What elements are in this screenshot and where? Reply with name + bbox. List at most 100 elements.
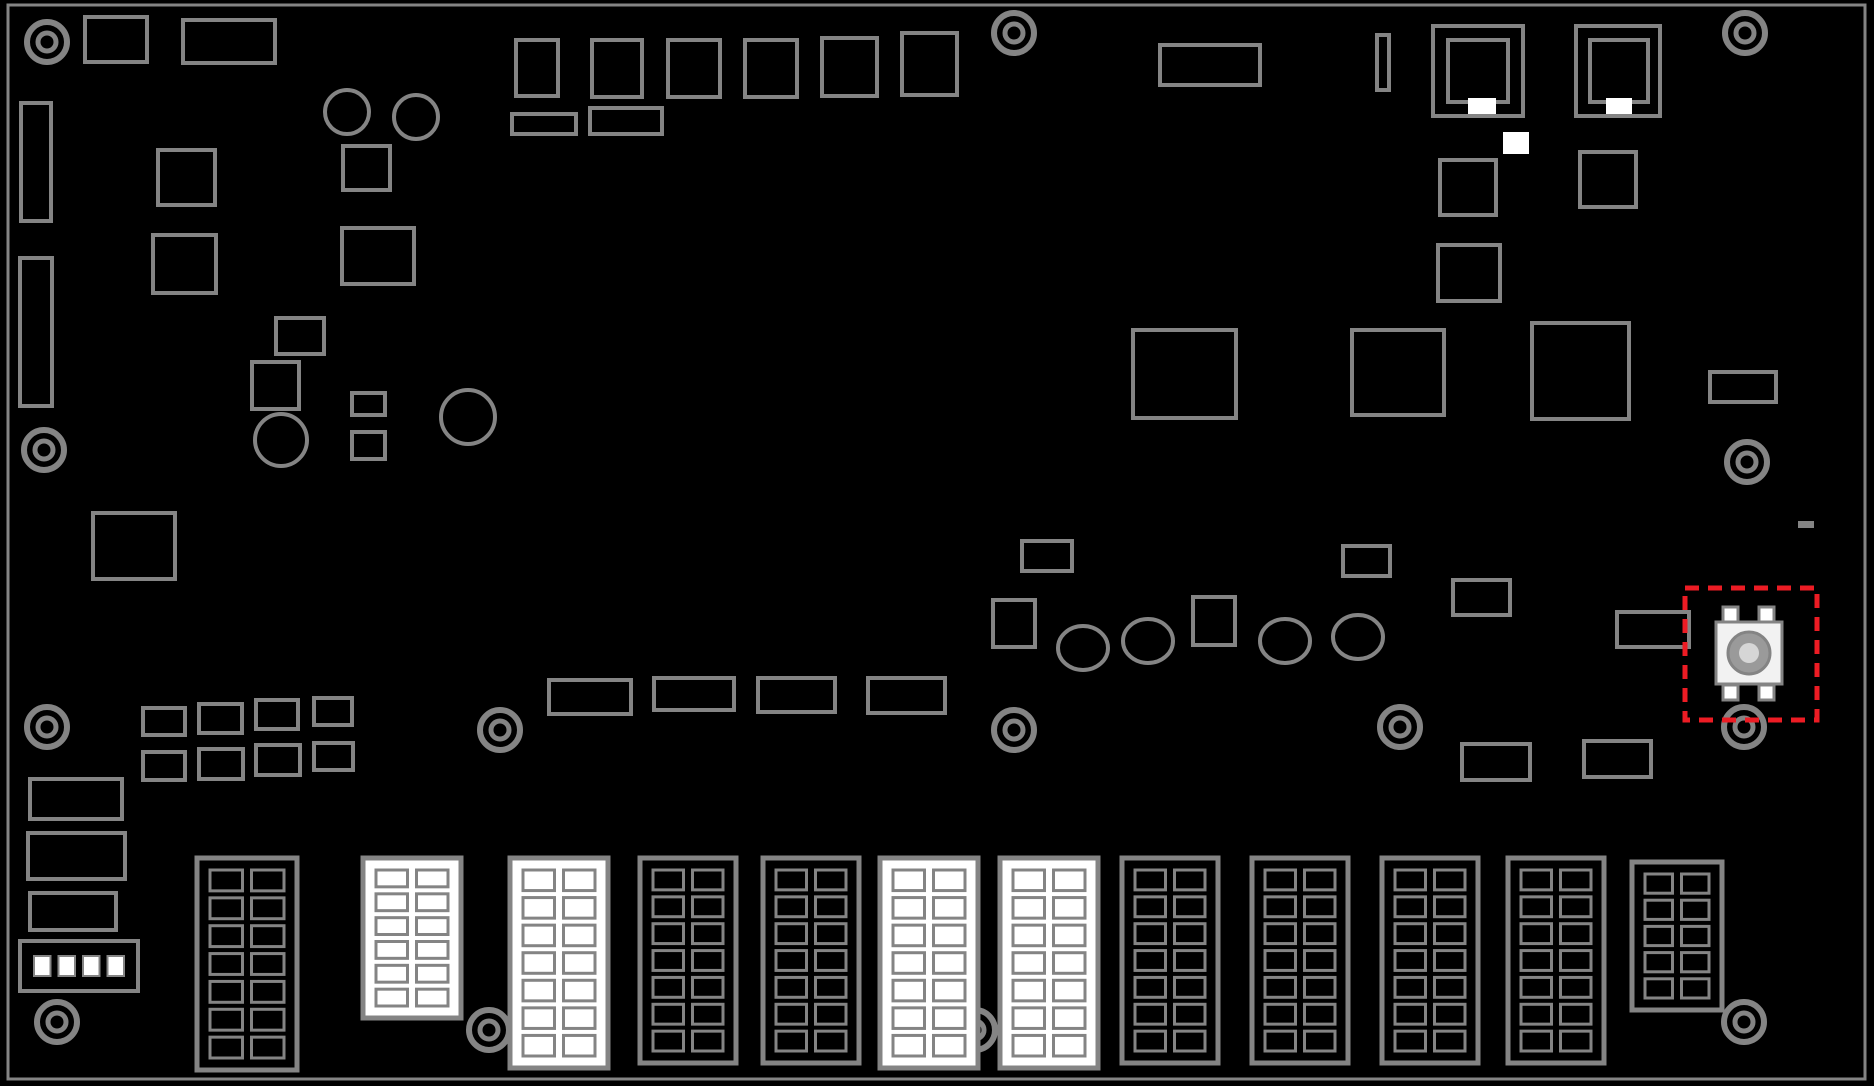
connector-pin [208,896,244,921]
connector-pin [691,1002,725,1026]
connector-pin [691,922,725,946]
connector-pin [562,978,597,1003]
mounting-hole [991,707,1037,753]
connector-pin [1393,975,1427,999]
button-pin [1757,605,1776,624]
connector-pin [1133,1002,1167,1026]
connector-pin [1173,1029,1207,1053]
connector-pin [651,1029,685,1053]
connector-pin [1393,922,1427,946]
component-rect [1341,544,1392,578]
component-ellipse [1056,624,1110,672]
connector-pin [521,868,556,893]
connector-pin [774,922,808,946]
connector-pin [814,1029,848,1053]
led-marker [1606,98,1632,114]
component-rect [141,706,187,737]
mounting-hole [1724,439,1770,485]
mounting-hole [24,19,70,65]
connector-pin [521,978,556,1003]
connector-pin [891,896,926,920]
component-rect [250,360,301,411]
component-rect [1350,328,1446,417]
component-rect [1615,610,1691,649]
mounting-hole [21,427,67,473]
component-rect [756,676,837,714]
component-rect [588,106,664,136]
push-button-cap-inner [1739,643,1759,663]
connector-pin [521,923,556,948]
component-rect [866,676,947,715]
highlight-box [1682,585,1820,723]
connector-pin [891,923,926,948]
connector-pin [932,1033,967,1058]
connector-pin [1680,898,1711,921]
connector-pin [208,1007,244,1032]
component-circle [439,388,497,446]
component-rect [28,777,124,821]
connector-pin [651,949,685,972]
button-pin [1721,605,1740,624]
component-rect [312,741,355,772]
connector-pin [1643,898,1674,921]
connector-pin [691,949,725,972]
connector-pin [250,1035,286,1060]
connector-pin [374,892,409,913]
pin-header-pin [33,955,52,977]
component-rect [1451,578,1512,617]
connector-pin [1680,977,1711,1000]
mounting-hole-inner [1002,21,1026,45]
component-rect [197,702,244,735]
connector-pin [1263,1029,1297,1053]
mounting-hole [1377,704,1423,750]
component-rect [83,15,149,64]
connector-pin [774,868,808,892]
connector-pin [891,868,926,893]
pin-header-pin [57,955,76,977]
connector-pin [774,949,808,972]
ic-outer [1431,24,1525,118]
connector-pin [891,1033,926,1058]
component-rect [743,38,799,99]
mounting-hole-inner [1735,450,1759,474]
connector-pin [1052,923,1087,948]
connector-pin [1173,895,1207,919]
component-rect [1438,158,1498,217]
connector-pin [521,1033,556,1058]
component-rect [1578,150,1638,209]
component-rect [254,743,302,777]
connector-pin [1011,978,1046,1003]
connector-pin [1303,922,1337,946]
component-rect [156,148,217,207]
mounting-hole-inner [45,1010,69,1034]
connector-pin [691,868,725,892]
component-rect [1582,739,1653,779]
connector-pin [651,975,685,999]
connector-pin [891,951,926,975]
connector-pin [1052,868,1087,893]
connector-pin [1433,868,1467,892]
connector-pin [1393,1002,1427,1026]
connector-pin [1303,895,1337,919]
connector-pin [1011,923,1046,948]
connector-pin [1643,872,1674,895]
connector-pin [814,922,848,946]
mounting-hole [1721,704,1767,750]
connector-pin [1173,949,1207,972]
connector-pin [250,1007,286,1032]
connector-pin [1519,975,1553,999]
component-rect [350,430,387,461]
connector-pin [651,868,685,892]
connector-pin [1643,924,1674,948]
connector-pin [250,979,286,1004]
mounting-hole-inner [32,438,56,462]
connector-pin [374,916,409,937]
component-rect [254,698,300,731]
connector-pin [932,1006,967,1030]
connector-pin [521,951,556,975]
connector-pin [1173,922,1207,946]
pin-header-pin [106,955,125,977]
mounting-hole-inner [1733,21,1757,45]
